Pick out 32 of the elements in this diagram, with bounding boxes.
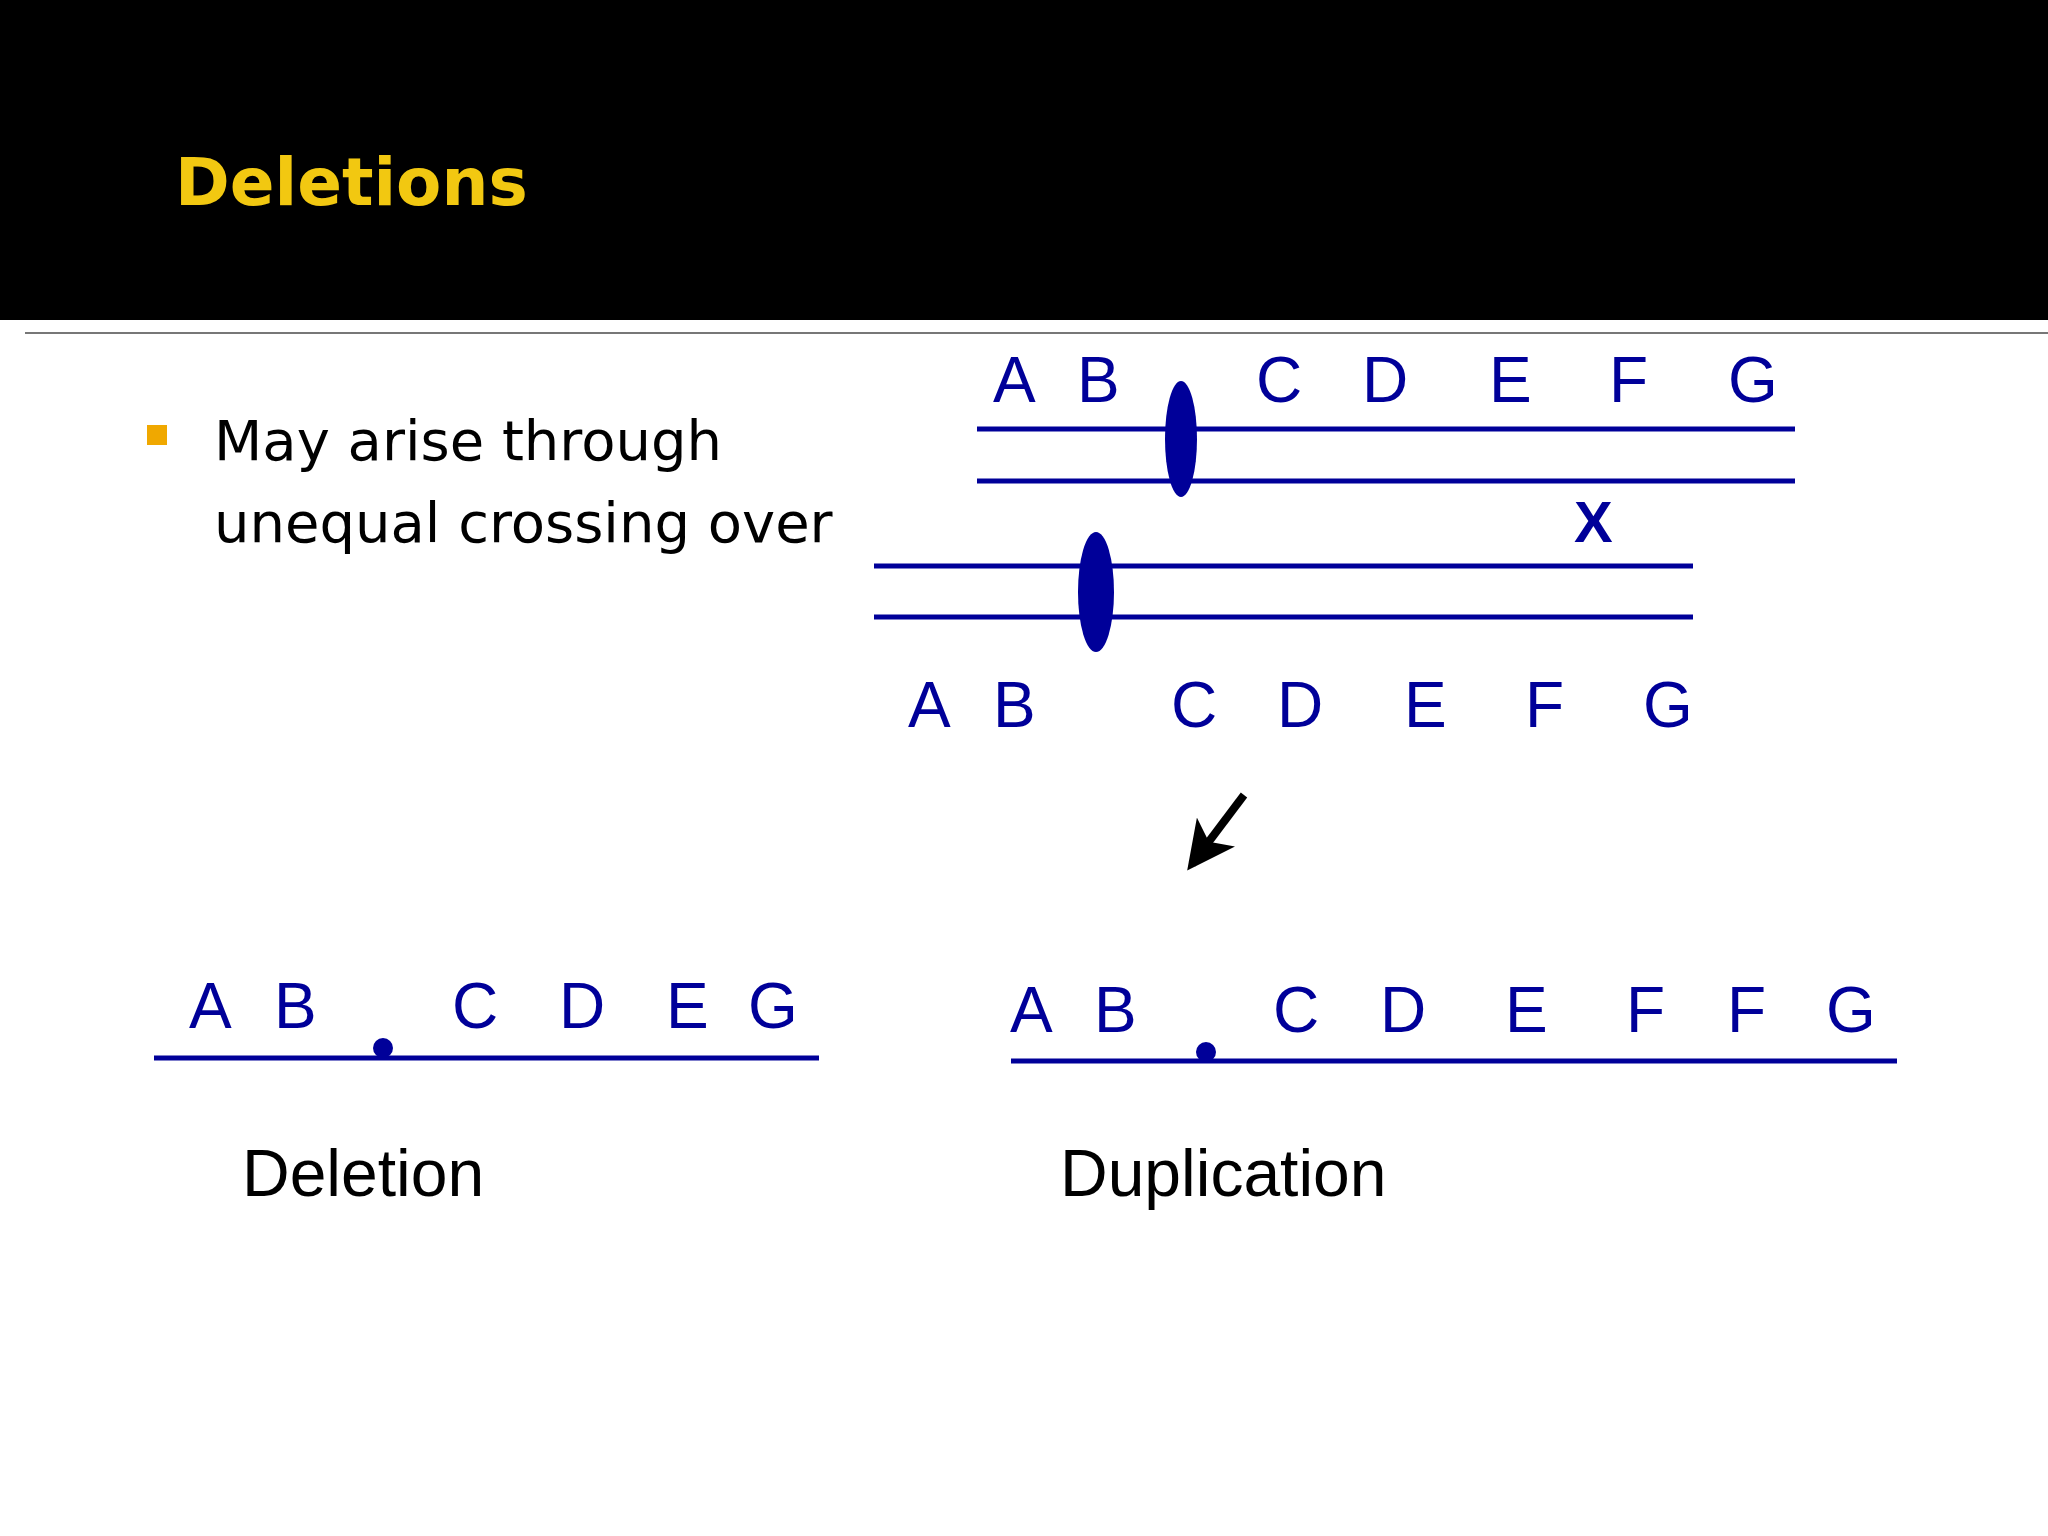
gene-label: D <box>1362 348 1409 412</box>
gene-label: C <box>1171 673 1218 737</box>
gene-label: A <box>1010 978 1053 1042</box>
gene-label: A <box>189 974 232 1038</box>
gene-label: C <box>1256 348 1303 412</box>
gene-label: E <box>666 974 709 1038</box>
gene-label: F <box>1727 978 1767 1042</box>
gene-label: A <box>908 673 951 737</box>
gene-label: B <box>274 974 317 1038</box>
gene-label: F <box>1525 673 1565 737</box>
gene-label: E <box>1505 978 1548 1042</box>
gene-label: D <box>559 974 606 1038</box>
gene-label: G <box>1728 348 1778 412</box>
gene-label: G <box>748 974 798 1038</box>
gene-label: G <box>1643 673 1693 737</box>
crossover-mark: X <box>1574 493 1613 551</box>
gene-label: D <box>1380 978 1427 1042</box>
gene-label: F <box>1609 348 1649 412</box>
gene-label: C <box>452 974 499 1038</box>
gene-label: A <box>993 348 1036 412</box>
gene-label: B <box>993 673 1036 737</box>
gene-label: C <box>1273 978 1320 1042</box>
slide-title: Deletions <box>175 150 528 216</box>
gene-label: B <box>1094 978 1137 1042</box>
gene-label: E <box>1489 348 1532 412</box>
gene-label: F <box>1626 978 1666 1042</box>
gene-label: B <box>1077 348 1120 412</box>
gene-label: G <box>1826 978 1876 1042</box>
gene-label: D <box>1277 673 1324 737</box>
gene-label: E <box>1404 673 1447 737</box>
bullet-text: May arise through unequal crossing over <box>214 407 834 557</box>
caption-label: Deletion <box>242 1140 485 1206</box>
